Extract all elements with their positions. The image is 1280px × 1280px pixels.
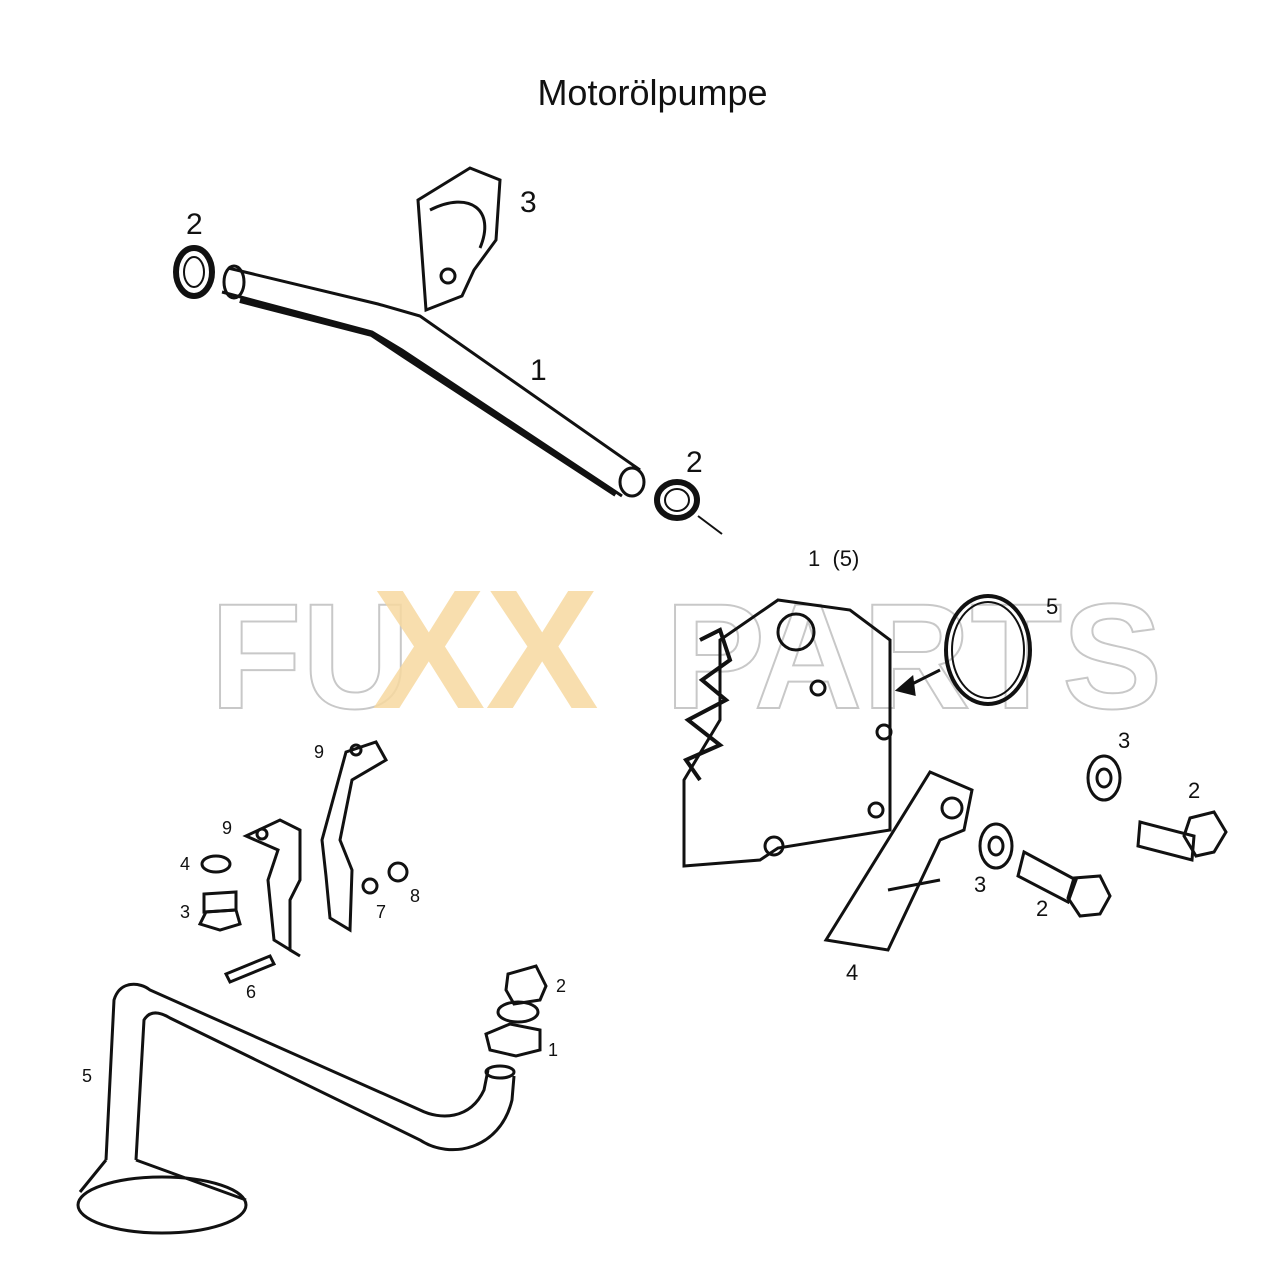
- suction-pipe-drawing: [76, 982, 516, 1235]
- label-nut-8: 8: [410, 886, 420, 906]
- pipe-fittings-drawing: [484, 964, 548, 1058]
- label-washer-4: 4: [180, 854, 190, 874]
- watermark-logo: FU XX PARTS: [209, 555, 1163, 745]
- small-hardware-drawing: [197, 854, 409, 984]
- label-plate-4: 4: [846, 960, 858, 985]
- label-bolt-6: 6: [246, 982, 256, 1002]
- tube-bracket-drawing: [416, 166, 502, 313]
- label-fitting-1: 1: [548, 1040, 558, 1060]
- label-lockwasher-7: 7: [376, 902, 386, 922]
- label-pump-1-5: 1 (5): [808, 546, 859, 571]
- label-washer-3-right: 3: [1118, 728, 1130, 753]
- label-tube-1: 1: [530, 354, 547, 387]
- page-title: Motorölpumpe: [537, 72, 768, 113]
- sealing-ring-top: [173, 245, 215, 299]
- oil-pump-drawing: [682, 598, 941, 868]
- straps-drawing: [242, 740, 389, 958]
- label-ring-2-top: 2: [186, 208, 203, 241]
- label-cap-2: 2: [556, 976, 566, 996]
- label-washer-3-lower: 3: [974, 872, 986, 897]
- watermark-parts: PARTS: [665, 572, 1162, 740]
- label-bolt-2-right: 2: [1188, 778, 1200, 803]
- label-pipe-5: 5: [82, 1066, 92, 1086]
- bolt-right-drawing: [1136, 810, 1228, 862]
- cover-plate-drawing: [823, 770, 974, 952]
- washer-lower-drawing: [978, 822, 1014, 870]
- label-bolt-2-lower: 2: [1036, 896, 1048, 921]
- sealing-ring-mid: [654, 479, 723, 535]
- watermark-fu: FU: [210, 572, 410, 740]
- watermark-xx: XX: [372, 555, 599, 745]
- washer-right-drawing: [1086, 754, 1122, 802]
- label-bolt-3: 3: [180, 902, 190, 922]
- label-strap-9-top: 9: [314, 742, 324, 762]
- label-strap-9-left: 9: [222, 818, 232, 838]
- pressure-tube-drawing: [221, 264, 646, 498]
- o-ring-drawing: [944, 594, 1032, 706]
- label-oring-5: 5: [1046, 594, 1058, 619]
- bolt-lower-drawing: [1016, 849, 1112, 918]
- label-ring-2-mid: 2: [686, 446, 703, 479]
- label-bracket-3: 3: [520, 186, 537, 219]
